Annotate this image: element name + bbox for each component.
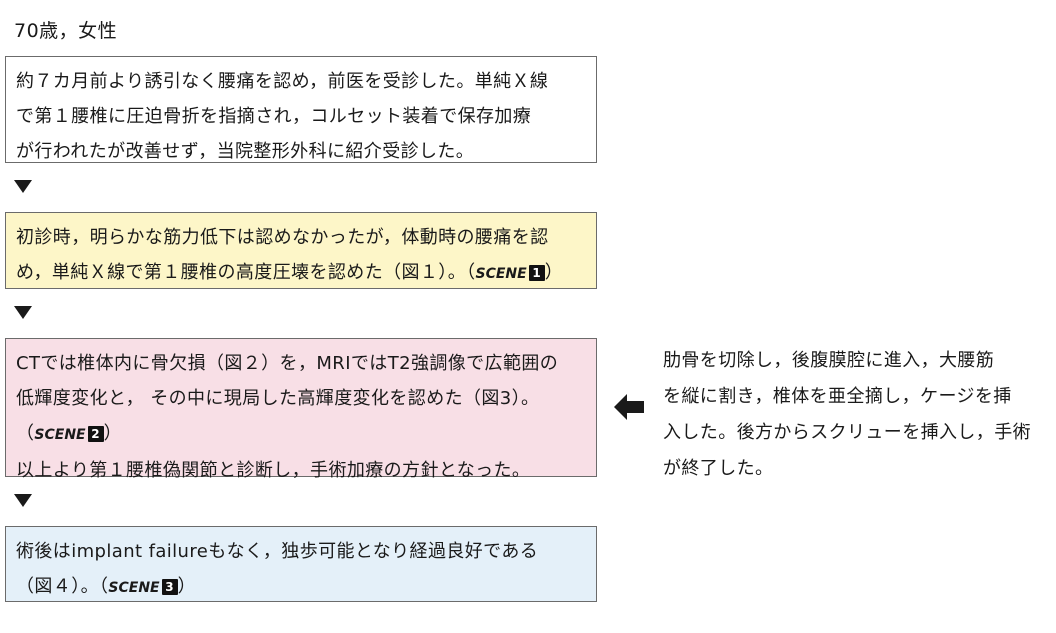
history-line-1: 約７カ月前より誘引なく腰痛を認め，前医を受診した。単純Ｘ線 (16, 71, 549, 92)
history-box: 約７カ月前より誘引なく腰痛を認め，前医を受診した。単純Ｘ線 で第１腰椎に圧迫骨折… (5, 56, 597, 163)
surgery-note-line-2: を縦に割き，椎体を亜全摘し，ケージを挿 (663, 386, 1012, 407)
imaging-box: CTでは椎体内に骨欠損（図２）を，MRIではT2強調像で広範囲の 低輝度変化と，… (5, 338, 597, 481)
history-line-3: が行われたが改善せず，当院整形外科に紹介受診した。 (16, 141, 475, 162)
outcome-box: 術後はimplant failureもなく，独歩可能となり経過良好である （図４… (5, 526, 597, 602)
down-triangle-icon (14, 180, 32, 193)
scene-paren-open: （ (16, 423, 35, 444)
left-arrow-icon (614, 394, 644, 420)
number-badge-icon: 1 (528, 265, 545, 281)
patient-title: 70歳，女性 (14, 20, 118, 42)
outcome-line-1: 術後はimplant failureもなく，独歩可能となり経過良好である (16, 541, 539, 562)
initial-exam-line-1: 初診時，明らかな筋力低下は認めなかったが，体動時の腰痛を認 (16, 227, 549, 248)
scene-paren-open: （ (99, 576, 109, 597)
initial-exam-line-2-text: め，単純Ｘ線で第１腰椎の高度圧壊を認めた（図１）。 (16, 262, 467, 283)
scene-paren-close: ） (177, 576, 197, 597)
surgery-note-line-4: が終了した。 (663, 458, 774, 479)
scene-paren-close: ） (544, 262, 564, 283)
scene-label: SCENE (108, 580, 160, 596)
scene-label: SCENE (475, 266, 527, 282)
down-triangle-icon (14, 306, 32, 319)
down-triangle-icon (14, 494, 32, 507)
imaging-line-4: 以上より第１腰椎偽関節と診断し，手術加療の方針となった。 (16, 460, 531, 481)
scene-label: SCENE (34, 427, 86, 443)
initial-exam-box: 初診時，明らかな筋力低下は認めなかったが，体動時の腰痛を認 め，単純Ｘ線で第１腰… (5, 212, 597, 289)
imaging-line-2: 低輝度変化と， その中に現局した高輝度変化を認めた（図3）。 (16, 388, 540, 409)
scene-paren-close: ） (103, 423, 123, 444)
history-line-2: で第１腰椎に圧迫骨折を指摘され，コルセット装着で保存加療 (16, 106, 532, 127)
surgery-note-line-1: 肋骨を切除し，後腹膜腔に進入，大腰筋 (663, 350, 995, 371)
surgery-note: 肋骨を切除し，後腹膜腔に進入，大腰筋 を縦に割き，椎体を亜全摘し，ケージを挿 入… (663, 343, 1048, 487)
number-badge-icon: 2 (87, 426, 104, 442)
surgery-note-line-3: 入した。後方からスクリューを挿入し，手術 (663, 422, 1031, 443)
imaging-line-1: CTでは椎体内に骨欠損（図２）を，MRIではT2強調像で広範囲の (16, 353, 559, 374)
scene-paren-open: （ (466, 262, 476, 283)
outcome-line-2-text: （図４）。 (16, 576, 99, 597)
number-badge-icon: 3 (161, 579, 178, 595)
